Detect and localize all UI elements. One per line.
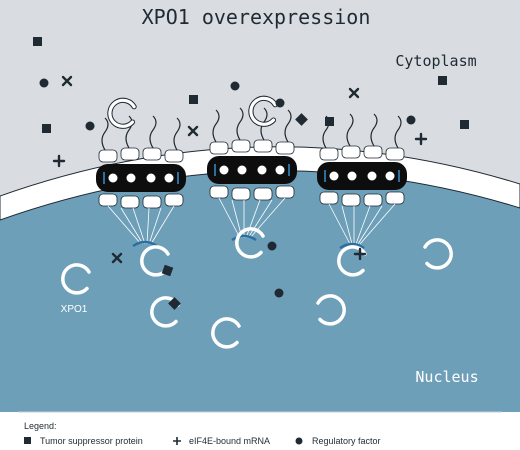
regulatory-factor-icon <box>274 288 284 298</box>
legend-item-regulatory: Regulatory factor <box>312 436 381 446</box>
regulatory-factor-icon <box>230 81 240 91</box>
xpo1-receptor <box>423 238 453 270</box>
tumor-suppressor-protein-icon <box>460 120 469 129</box>
cytoplasm-label: Cytoplasm <box>395 52 476 70</box>
eif4e-mrna-icon <box>52 154 66 168</box>
regulatory-factor-icon <box>275 98 285 108</box>
nucleus-region <box>0 162 520 412</box>
xpo1-receptor <box>235 227 265 259</box>
xpo1-receptor <box>61 263 91 295</box>
xpo1-receptor <box>337 245 367 277</box>
tumor-suppressor-protein-icon <box>438 76 447 85</box>
xpo1-receptor <box>150 296 180 328</box>
xpo1-receptor <box>249 96 277 126</box>
nuclear-pore-complex <box>207 107 297 242</box>
regulatory-factor-icon <box>85 121 95 131</box>
tumor-suppressor-protein-icon <box>161 264 174 277</box>
regulatory-factor-icon <box>39 78 49 88</box>
nuclear-pore-complex <box>96 115 186 248</box>
eif4e-mrna-icon <box>353 247 367 261</box>
regulatory-factor-icon <box>406 115 416 125</box>
tumor-suppressor-protein-icon <box>42 124 51 133</box>
nucleus-label: Nucleus <box>415 368 478 386</box>
diagram-title: XPO1 overexpression <box>142 5 371 29</box>
tumor-suppressor-protein-icon <box>189 95 198 104</box>
xpo1-label: XPO1 <box>61 304 88 315</box>
eif4e-mrna-icon <box>414 132 428 146</box>
eif4e-mrna-icon <box>348 87 360 99</box>
tumor-suppressor-protein-icon <box>33 37 42 46</box>
legend-dot-icon <box>295 437 303 445</box>
eif4e-mrna-icon <box>61 75 73 87</box>
eif4e-mrna-icon <box>187 125 199 137</box>
tumor-suppressor-protein-icon <box>325 117 334 126</box>
legend-square-icon <box>24 437 31 444</box>
xpo1-receptor <box>211 317 241 349</box>
xpo1-receptor <box>140 245 170 277</box>
eif4e-mrna-icon <box>111 252 123 264</box>
legend-item-mrna: eIF4E-bound mRNA <box>189 436 270 446</box>
legend-heading: Legend: <box>24 421 57 431</box>
legend-plus-icon <box>173 437 181 445</box>
tumor-suppressor-protein-icon <box>168 297 181 310</box>
legend: Legend: Tumor suppressor protein eIF4E-b… <box>18 411 502 446</box>
tumor-suppressor-protein-icon <box>295 113 308 126</box>
xpo1-receptor <box>316 294 346 326</box>
legend-item-tumor-suppressor: Tumor suppressor protein <box>40 436 143 446</box>
nuclear-pore-complex <box>317 113 407 250</box>
regulatory-factor-icon <box>267 241 277 251</box>
xpo1-receptor <box>108 98 136 128</box>
